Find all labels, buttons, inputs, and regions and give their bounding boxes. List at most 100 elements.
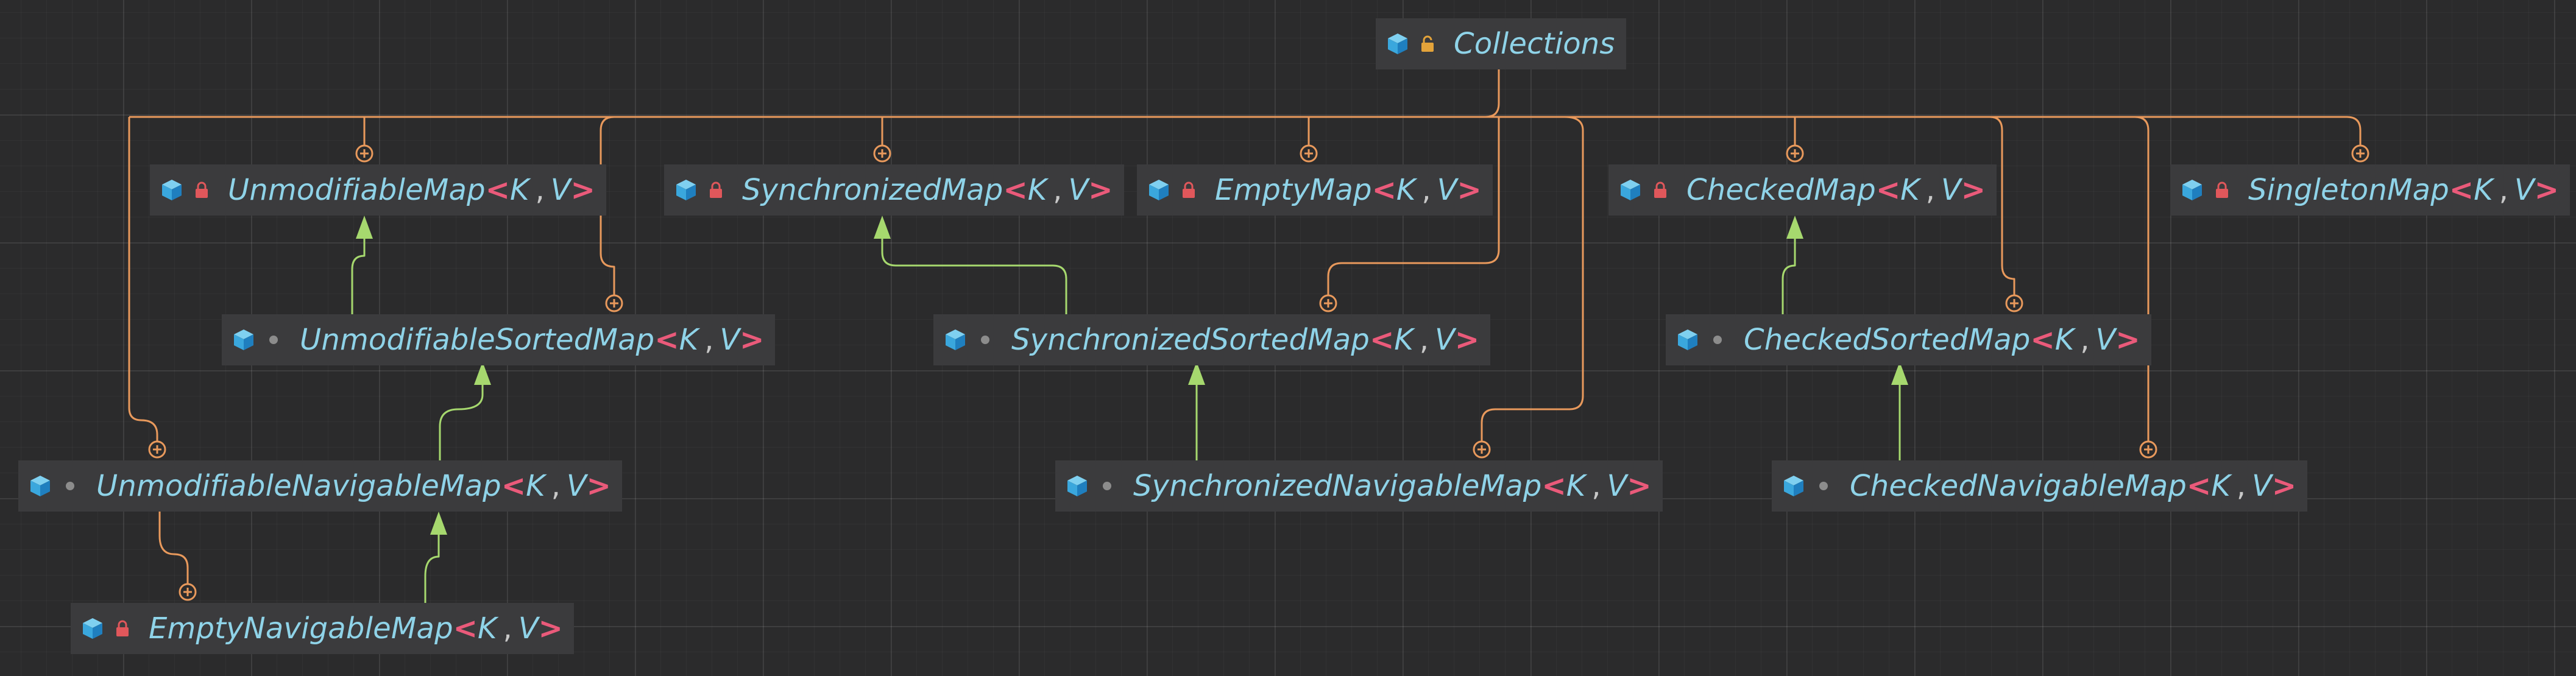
type-parameters: <K,V> [1542,469,1652,503]
type-param-v: V [1435,323,1455,357]
generic-close-bracket: > [1088,173,1113,207]
class-name: SynchronizedMap [742,173,1003,207]
class-node-collections[interactable]: Collections [1376,18,1626,69]
generic-open-bracket: < [1370,323,1395,357]
type-param-k: K [2054,323,2075,357]
type-param-separator: , [2080,323,2090,357]
type-param-k: K [1396,173,1416,207]
type-param-v: V [2252,469,2272,503]
generic-open-bracket: < [1003,173,1028,207]
public-unlocked-icon [1418,35,1437,53]
class-node-checked-navigable-map[interactable]: CheckedNavigableMap<K,V> [1772,460,2308,512]
class-node-synchronized-sorted-map[interactable]: SynchronizedSortedMap<K,V> [933,314,1491,365]
edge-extends-unmodifiable-navigable-to-sorted [439,378,484,460]
generic-close-bracket: > [1961,173,1986,207]
package-dot-icon [976,331,994,349]
private-lock-icon [193,181,211,199]
type-parameters: <K,V> [1370,323,1479,357]
class-icon [943,328,968,352]
package-dot-icon [1814,477,1833,495]
edge-inner-unmodifiable-sorted-map [600,116,615,296]
class-name: UnmodifiableSortedMap [300,323,655,357]
private-lock-icon [707,181,725,199]
class-node-unmodifiable-sorted-map[interactable]: UnmodifiableSortedMap<K,V> [222,314,776,365]
type-param-k: K [1394,323,1414,357]
class-node-empty-navigable-map[interactable]: EmptyNavigableMap<K,V> [71,603,574,654]
class-node-unmodifiable-navigable-map[interactable]: UnmodifiableNavigableMap<K,V> [18,460,622,512]
type-param-separator: , [1591,469,1601,503]
edge-extends-unmodifiable-sorted-to-map [351,231,366,314]
generic-open-bracket: < [453,611,478,646]
type-parameters: <K,V> [2031,323,2140,357]
type-param-k: K [679,323,699,357]
type-param-v: V [2514,173,2535,207]
class-node-checked-sorted-map[interactable]: CheckedSortedMap<K,V> [1666,314,2151,365]
generic-open-bracket: < [1371,173,1396,207]
class-icon [1065,474,1089,498]
class-icon [2180,178,2204,202]
edge-extends-empty-navigable-to-navigable [424,527,440,603]
generic-open-bracket: < [1541,469,1566,503]
class-node-checked-map[interactable]: CheckedMap<K,V> [1608,164,1997,216]
type-parameters: <K,V> [486,173,595,207]
edge-inner-singleton-map [2346,116,2362,146]
edge-inner-empty-navigable-map [158,512,189,585]
class-name: CheckedMap [1686,173,1876,207]
type-param-v: V [1437,173,1457,207]
type-param-separator: , [2499,173,2508,207]
class-name: UnmodifiableMap [228,173,486,207]
class-icon [232,328,256,352]
generic-close-bracket: > [1457,173,1482,207]
type-param-k: K [1566,469,1586,503]
generic-close-bracket: > [1627,469,1652,503]
class-node-empty-map[interactable]: EmptyMap<K,V> [1137,164,1493,216]
edge-collections-trunk [1462,66,1500,118]
class-node-singleton-map[interactable]: SingletonMap<K,V> [2170,164,2570,216]
type-param-k: K [526,469,545,503]
type-param-separator: , [1925,173,1935,207]
class-icon [80,616,105,641]
type-param-v: V [2095,323,2116,357]
type-param-separator: , [1419,323,1429,357]
type-param-separator: , [535,173,545,207]
class-icon [1618,178,1643,202]
class-node-synchronized-map[interactable]: SynchronizedMap<K,V> [664,164,1124,216]
private-lock-icon [1651,181,1669,199]
generic-close-bracket: > [2271,469,2297,503]
private-lock-icon [1180,181,1198,199]
class-icon [674,178,698,202]
type-param-separator: , [503,611,512,646]
type-param-v: V [550,173,571,207]
edge-inner-synchronized-navigable-map [1481,116,1584,442]
inheritance-arrowheads [356,216,1908,535]
class-node-synchronized-navigable-map[interactable]: SynchronizedNavigableMap<K,V> [1055,460,1663,512]
type-param-separator: , [704,323,714,357]
class-name: SynchronizedNavigableMap [1133,469,1542,503]
class-name: UnmodifiableNavigableMap [96,469,501,503]
package-dot-icon [1098,477,1116,495]
generic-open-bracket: < [2187,469,2212,503]
type-parameters: <K,V> [501,469,611,503]
edge-inner-checked-sorted-map [1989,116,2015,296]
generic-close-bracket: > [1454,323,1480,357]
edge-extends-synchronized-sorted-to-map [881,231,1067,314]
type-param-v: V [1941,173,1961,207]
class-name: CheckedSortedMap [1744,323,2031,357]
private-lock-icon [2213,181,2231,199]
edge-inner-checked-navigable-map [2134,116,2150,442]
generic-open-bracket: < [654,323,679,357]
type-param-v: V [566,469,587,503]
package-dot-icon [264,331,283,349]
private-lock-icon [113,619,132,638]
generic-open-bracket: < [501,469,526,503]
generic-close-bracket: > [740,323,765,357]
type-param-v: V [1068,173,1089,207]
type-param-k: K [509,173,529,207]
class-node-unmodifiable-map[interactable]: UnmodifiableMap<K,V> [150,164,606,216]
type-param-v: V [1607,469,1627,503]
type-param-k: K [477,611,497,646]
generic-close-bracket: > [2115,323,2140,357]
type-param-separator: , [1053,173,1063,207]
class-icon [1147,178,1171,202]
